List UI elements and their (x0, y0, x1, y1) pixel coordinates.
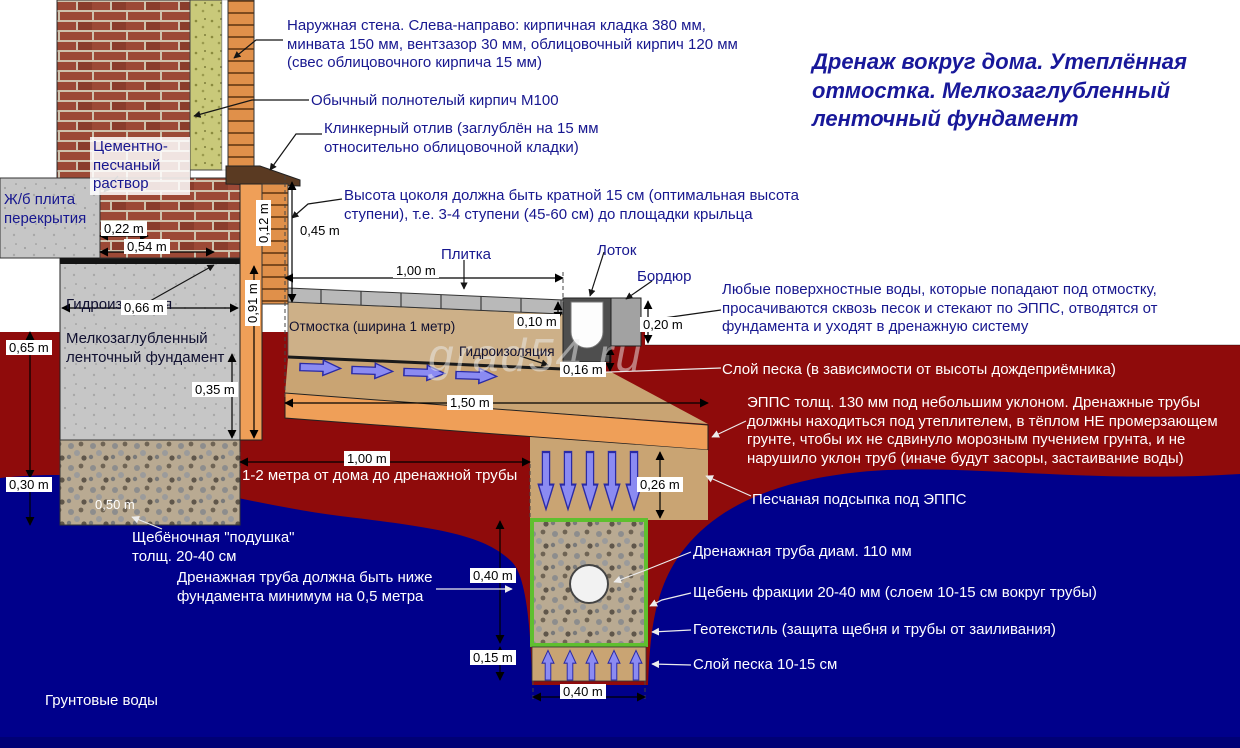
pipe-depth-note: Дренажная труба должна быть ниже фундаме… (177, 569, 433, 605)
dim-foundation-lower: 0,35 m (192, 382, 238, 397)
dim-foundation-width: 0,66 m (121, 300, 167, 315)
klinker-note: Клинкерный отлив (заглублён на 15 мм отн… (324, 120, 599, 156)
klinker-sill (225, 165, 301, 187)
dim-sand-bottom-height: 0,15 m (470, 650, 516, 665)
dim-epps-length: 1,50 m (447, 395, 493, 410)
tray-label: Лоток (597, 242, 637, 259)
epps-note: ЭППС толщ. 130 мм под небольшим уклоном.… (747, 394, 1218, 467)
facing-brick (227, 0, 255, 167)
drain-tray-channel (570, 301, 604, 349)
dim-foundation-depth: 0,65 m (6, 340, 52, 355)
dim-wall-width: 0,54 m (124, 239, 170, 254)
floor-slab (0, 177, 101, 259)
vent-gap (221, 0, 229, 171)
waterproofing-line (287, 355, 564, 371)
gravel-pad (59, 439, 241, 526)
surface-water-note: Любые поверхностные воды, которые попада… (722, 281, 1158, 336)
dim-tray-depth: 0,16 m (560, 362, 606, 377)
dim-slab-thickness: 0,22 m (101, 221, 147, 236)
dim-below-foundation: 0,50 m (95, 497, 135, 512)
dim-blind-width: 1,00 m (393, 263, 439, 278)
groundwater-layer (0, 469, 1240, 748)
foundation-zone (0, 177, 241, 526)
mineral-wool (189, 0, 223, 171)
waterproofing-mid-label: Гидроизоляция (459, 344, 555, 359)
gravel-pad-note: Щебёночная "подушка" толщ. 20-40 см (132, 529, 295, 565)
groundwater-label: Грунтовые воды (45, 692, 158, 709)
slab-note: Ж/б плита перекрытия (4, 191, 87, 227)
dim-curb-depth: 0,20 m (640, 317, 686, 332)
gravel-fraction-note: Щебень фракции 20-40 мм (слоем 10-15 см … (693, 584, 1097, 601)
blind-area-label: Отмостка (ширина 1 метр) (289, 319, 456, 334)
dim-plinth-height: 0,45 m (297, 223, 343, 238)
sand-bed-note: Песчаная подсыпка под ЭППС (752, 491, 967, 508)
wall-note: Наружная стена. Слева-направо: кирпичная… (287, 17, 738, 72)
dim-tile-depth: 0,10 m (514, 314, 560, 329)
brick-note: Обычный полнотелый кирпич М100 (311, 92, 559, 109)
curb (610, 297, 642, 347)
tile-label: Плитка (441, 246, 492, 263)
plinth-note: Высота цоколя должна быть кратной 15 см … (344, 187, 799, 223)
groundwater-deep (0, 737, 1240, 748)
sand-bottom-note: Слой песка 10-15 см (693, 656, 838, 673)
dim-trench-width: 0,40 m (560, 684, 606, 699)
foundation-note: Мелкозаглубленный ленточный фундамент (66, 330, 225, 366)
strip-foundation (59, 257, 241, 441)
house-to-pipe-note: 1-2 метра от дома до дренажной трубы (242, 467, 518, 484)
cement-mortar-note: Цементно-песчаный раствор (90, 137, 190, 195)
dim-sand-bed-height: 0,26 m (637, 477, 683, 492)
dim-foundation-face: 0,91 m (245, 280, 260, 326)
foundation-waterproofing (60, 258, 240, 264)
curb-label: Бордюр (637, 268, 692, 285)
dim-ledge: 0,12 m (256, 200, 271, 246)
dim-house-to-trench: 1,00 m (344, 451, 390, 466)
sand-layer-note: Слой песка (в зависимости от высоты дожд… (722, 361, 1116, 378)
dim-trench-height: 0,40 m (470, 568, 516, 583)
geotextile-note: Геотекстиль (защита щебня и трубы от заи… (693, 621, 1056, 638)
drain-pipe (569, 564, 609, 604)
pipe-diameter-note: Дренажная труба диам. 110 мм (693, 543, 912, 560)
page-title: Дренаж вокруг дома. Утеплённая отмостка.… (812, 49, 1187, 132)
dim-pad-height: 0,30 m (6, 477, 52, 492)
